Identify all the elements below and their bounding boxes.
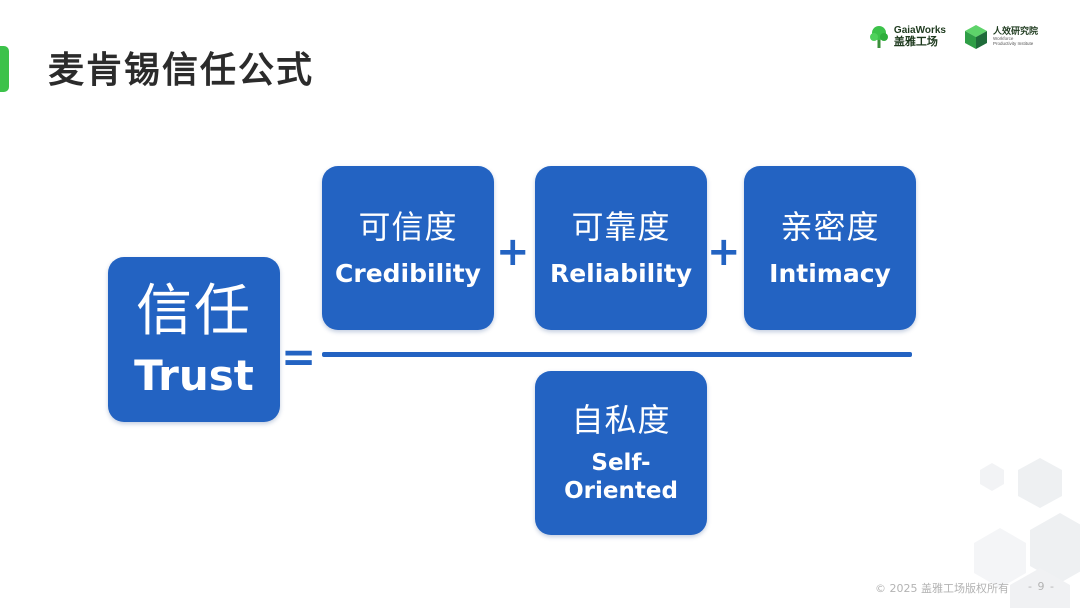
cube-icon <box>964 25 987 49</box>
page-title: 麦肯锡信任公式 <box>48 50 315 91</box>
fraction-line <box>322 352 912 357</box>
footer-page-number: - 9 - <box>1028 580 1055 593</box>
header-logos: GaiaWorks 盖雅工场 人效研究院 Workforce Productiv… <box>869 24 1038 50</box>
reliability-cn-label: 可靠度 <box>571 208 671 246</box>
gaiaworks-logo: GaiaWorks 盖雅工场 <box>869 25 946 49</box>
plus-sign-1: + <box>496 229 530 275</box>
self-oriented-box: 自私度 Self- Oriented <box>535 371 707 535</box>
title-accent-bar <box>0 46 9 92</box>
decorative-hexagons <box>974 458 1080 608</box>
reliability-box: 可靠度 Reliability <box>535 166 707 330</box>
equals-sign: = <box>281 332 317 381</box>
self-oriented-en-label: Self- Oriented <box>564 450 678 505</box>
trust-cn-label: 信任 <box>136 279 252 345</box>
gaiaworks-name: GaiaWorks <box>893 24 946 36</box>
institute-logo: 人效研究院 Workforce Productivity Institute <box>964 24 1038 50</box>
gaiaworks-cn-name: 盖雅工场 <box>893 35 938 49</box>
intimacy-cn-label: 亲密度 <box>780 208 880 246</box>
credibility-box: 可信度 Credibility <box>322 166 494 330</box>
institute-cn-name: 人效研究院 <box>992 26 1038 37</box>
plus-sign-2: + <box>707 229 741 275</box>
self-oriented-en-line-1: Self- <box>591 450 651 477</box>
tree-icon <box>869 26 888 48</box>
credibility-cn-label: 可信度 <box>358 208 458 246</box>
reliability-en-label: Reliability <box>549 259 693 288</box>
trust-en-label: Trust <box>134 351 254 401</box>
institute-en-line-2: Productivity Institute <box>992 40 1034 46</box>
intimacy-en-label: Intimacy <box>769 259 891 288</box>
self-oriented-en-line-2: Oriented <box>564 478 678 504</box>
trust-box: 信任 Trust <box>108 257 280 422</box>
self-oriented-cn-label: 自私度 <box>571 401 671 440</box>
footer-copyright: © 2025 盖雅工场版权所有 <box>875 582 1009 595</box>
institute-en-line-1: Workforce <box>992 36 1014 41</box>
intimacy-box: 亲密度 Intimacy <box>744 166 916 330</box>
credibility-en-label: Credibility <box>335 259 481 288</box>
